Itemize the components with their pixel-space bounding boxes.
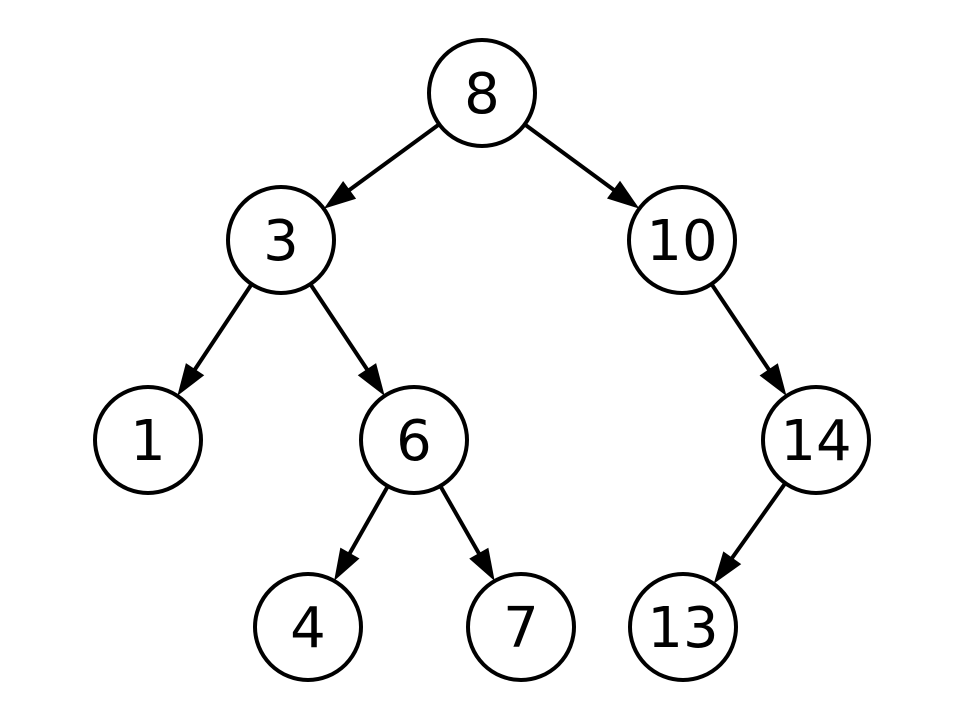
tree-node-14: 14 [761,385,871,495]
node-circle [359,385,469,495]
node-circle [253,572,363,682]
node-circle [628,572,738,682]
tree-node-3: 3 [226,185,336,295]
node-circle [427,38,537,148]
edge-n10-n14 [709,282,772,373]
arrowhead-n14-n13 [713,551,742,584]
tree-node-4: 4 [253,572,363,682]
node-circle [93,385,203,495]
node-circle [627,185,737,295]
arrowhead-n8-n10 [606,180,640,209]
edge-n6-n4 [347,485,390,556]
tree-node-13: 13 [628,572,738,682]
node-label: 8 [464,62,500,127]
node-label: 3 [263,209,299,274]
node-label: 10 [646,209,717,274]
arrowhead-n8-n3 [323,180,357,209]
tree-node-6: 6 [359,385,469,495]
node-circle [466,572,576,682]
node-circle [761,385,871,495]
node-label: 6 [396,409,432,474]
tree-node-1: 1 [93,385,203,495]
edge-n3-n6 [308,283,370,372]
arrowhead-n6-n4 [334,547,360,581]
node-label: 7 [503,596,539,661]
nodes-layer: 8 3 10 1 6 14 4 7 13 [93,38,871,682]
arrowhead-n6-n7 [469,547,495,581]
edges-layer [177,122,787,584]
tree-node-7: 7 [466,572,576,682]
tree-node-10: 10 [627,185,737,295]
edge-n14-n13 [729,482,787,561]
node-label: 1 [130,409,166,474]
node-label: 4 [290,596,326,661]
node-label: 13 [647,596,718,661]
node-circle [226,185,336,295]
edge-n3-n1 [192,283,254,372]
arrowhead-n10-n14 [759,363,787,396]
edge-n6-n7 [438,485,482,556]
arrowhead-n3-n6 [357,363,385,396]
edge-n8-n3 [346,122,441,193]
edge-n8-n10 [523,122,617,193]
node-label: 14 [780,409,851,474]
arrowhead-n3-n1 [177,363,205,396]
tree-node-8: 8 [427,38,537,148]
